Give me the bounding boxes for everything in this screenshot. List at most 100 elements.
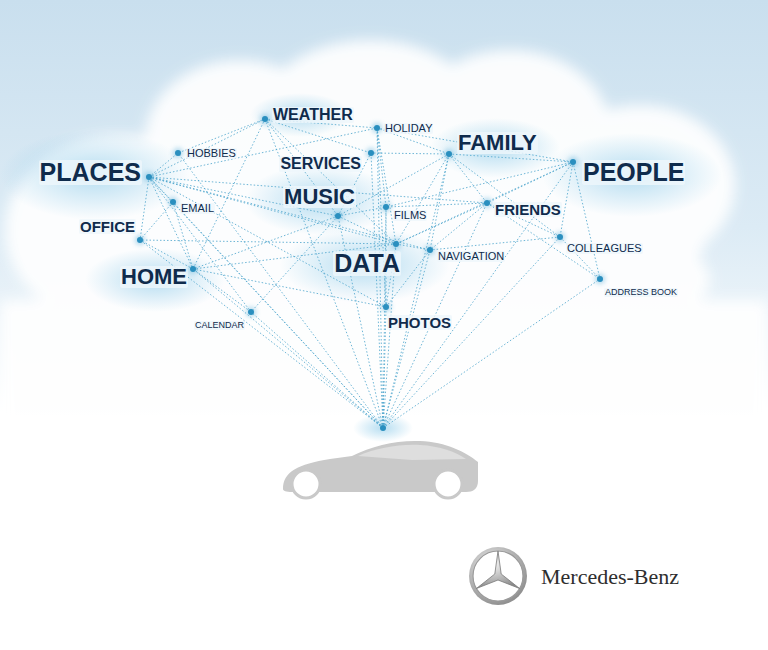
keyword-label: PHOTOS — [387, 315, 452, 330]
dotted-connector — [449, 154, 573, 162]
node-dot — [146, 174, 152, 180]
dotted-connector — [449, 154, 487, 203]
dotted-connector — [149, 119, 265, 177]
keyword-label: OFFICE — [79, 219, 136, 234]
dotted-connector — [449, 154, 560, 237]
car-link — [377, 128, 383, 428]
dotted-connector — [371, 153, 449, 154]
dotted-connector — [396, 244, 430, 250]
keyword-node: PHOTOS — [387, 314, 452, 332]
car-link — [383, 279, 600, 428]
node-dot — [137, 237, 143, 243]
keyword-node: WEATHER — [272, 106, 354, 124]
node-dot — [393, 241, 399, 247]
keyword-label: HOME — [120, 266, 188, 288]
node-dot — [368, 150, 374, 156]
node-dot — [374, 125, 380, 131]
keyword-label: FRIENDS — [494, 202, 562, 217]
dotted-connector — [149, 177, 396, 244]
keyword-label: FAMILY — [457, 132, 538, 154]
keyword-node: OFFICE — [79, 218, 136, 236]
car-link — [383, 307, 386, 428]
dotted-connector — [430, 154, 449, 250]
brand-name: Mercedes-Benz — [541, 566, 679, 588]
dotted-connector — [149, 128, 377, 177]
dotted-connector — [338, 216, 396, 244]
car-link — [383, 207, 386, 428]
car-link — [149, 177, 383, 428]
keyword-label: PLACES — [39, 160, 142, 185]
keyword-node: ADDRESS BOOK — [604, 281, 678, 299]
keyword-label: HOBBIES — [186, 148, 237, 159]
dotted-connector — [430, 203, 487, 250]
keyword-node: HOBBIES — [186, 143, 237, 161]
dotted-connector — [560, 162, 573, 237]
car-link — [383, 154, 449, 428]
dotted-connector — [386, 203, 487, 207]
node-dot — [557, 234, 563, 240]
dotted-connector — [377, 128, 396, 244]
keyword-node: COLLEAGUES — [566, 238, 643, 256]
keyword-label: HOLIDAY — [384, 123, 433, 134]
dotted-connector — [487, 203, 600, 279]
car-dot — [380, 425, 386, 431]
node-dot — [446, 151, 452, 157]
keyword-label: FILMS — [393, 210, 427, 221]
dotted-connector — [149, 177, 193, 269]
dotted-connector — [149, 177, 251, 312]
keyword-label: COLLEAGUES — [566, 243, 643, 254]
dotted-connector — [193, 216, 338, 269]
keyword-node: PLACES — [39, 160, 142, 185]
keyword-node: SERVICES — [279, 155, 362, 173]
keyword-node: FRIENDS — [494, 201, 562, 219]
keyword-label: WEATHER — [272, 107, 354, 123]
dotted-connector — [149, 177, 173, 202]
node-dot — [597, 276, 603, 282]
keyword-node: CALENDAR — [194, 314, 245, 332]
car-link — [251, 312, 383, 428]
keyword-node: EMAIL — [180, 198, 215, 216]
node-dot — [383, 304, 389, 310]
node-dot — [570, 159, 576, 165]
connectors — [140, 119, 600, 312]
keyword-label: NAVIGATION — [437, 251, 505, 262]
car-link — [193, 269, 383, 428]
car-link — [383, 203, 487, 428]
keyword-label: CALENDAR — [194, 321, 245, 330]
keyword-label: EMAIL — [180, 203, 215, 214]
node-dot — [190, 266, 196, 272]
dotted-connector — [386, 162, 573, 207]
car-links — [140, 119, 600, 428]
word-glows — [0, 93, 722, 442]
keyword-label: DATA — [333, 251, 401, 276]
keyword-node: FILMS — [393, 205, 427, 223]
node-dot — [427, 247, 433, 253]
car-link — [178, 153, 383, 428]
dotted-connector — [338, 207, 386, 216]
dotted-connector — [140, 202, 173, 240]
node-dot — [175, 150, 181, 156]
car-link — [383, 162, 573, 428]
dotted-connector — [396, 162, 573, 244]
keyword-node: NAVIGATION — [437, 246, 505, 264]
keyword-node: HOLIDAY — [384, 118, 433, 136]
keyword-node: HOME — [120, 266, 188, 288]
car-illustration — [283, 441, 478, 498]
node-dot — [335, 213, 341, 219]
car-link — [383, 237, 560, 428]
brand-star-logo — [469, 547, 527, 605]
cloud — [0, 40, 768, 650]
dotted-connector — [140, 240, 193, 269]
dotted-connector — [396, 154, 449, 244]
dotted-connector — [193, 119, 265, 269]
car-link — [173, 202, 383, 428]
dotted-connector — [149, 177, 430, 250]
keyword-label: MUSIC — [283, 186, 356, 208]
dotted-connector — [430, 237, 560, 250]
node-dot — [484, 200, 490, 206]
keyword-node: FAMILY — [457, 132, 538, 154]
dotted-connector — [265, 119, 396, 244]
